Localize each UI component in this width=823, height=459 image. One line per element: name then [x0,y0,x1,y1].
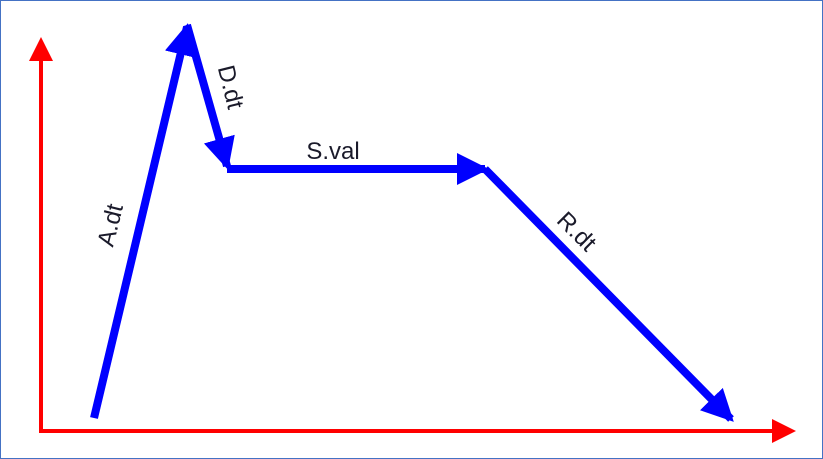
sustain-label: S.val [306,138,359,165]
release-arrow [482,166,734,422]
decay-label: D.dt [212,63,249,113]
attack-arrow [90,23,197,419]
decay-arrow [183,23,235,170]
attack-label: A.dt [92,201,129,249]
